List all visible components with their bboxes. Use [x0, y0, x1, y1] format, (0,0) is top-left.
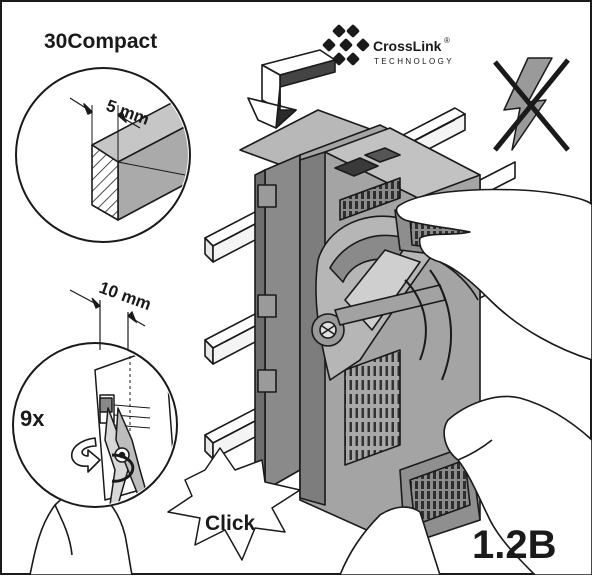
step-number: 1.2B	[472, 523, 557, 567]
device-vents	[344, 349, 401, 466]
variant-title: 30Compact	[44, 30, 157, 53]
hand-upper	[395, 188, 592, 361]
no-voltage-icon	[493, 57, 570, 152]
press-down-arrow-icon	[247, 49, 336, 129]
hand-lower	[443, 395, 592, 576]
detail-circle-pliers	[12, 342, 178, 508]
rotate-arrow-icon	[70, 437, 135, 483]
repeat-count-label: 9x	[20, 406, 45, 431]
conductor-cross-section	[91, 144, 119, 221]
click-burst	[167, 447, 301, 561]
brand-subtitle: TECHNOLOGY	[374, 57, 454, 66]
detail-circle-strip-length	[15, 67, 191, 243]
click-label: Click	[205, 512, 256, 535]
brand-registered-mark: ®	[444, 36, 450, 45]
dimension-10mm-arrows	[69, 289, 146, 350]
hand-pliers	[29, 487, 441, 576]
brand-name: CrossLink	[373, 38, 442, 54]
crosslink-logo-icon	[322, 24, 370, 66]
